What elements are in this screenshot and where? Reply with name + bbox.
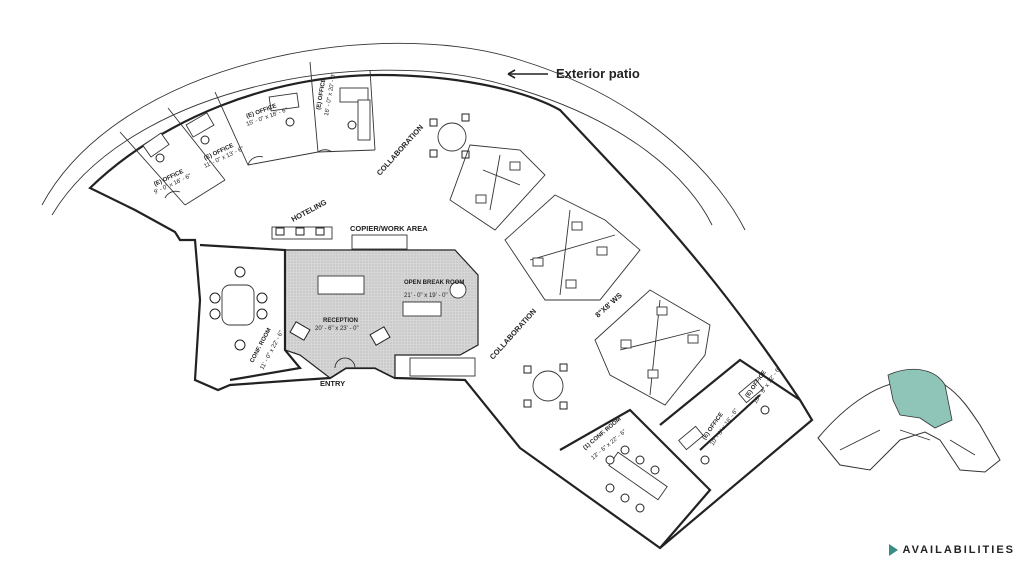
availabilities-button[interactable]: AVAILABILITIES [889,541,1015,559]
workstations-label: 8"X8' WS [593,291,623,320]
workstation-clusters [449,144,711,406]
arrow-head [507,69,516,79]
break-counter [402,301,442,317]
office-partitions [119,61,376,206]
reception-desk [317,275,365,295]
triangle-right-icon [889,544,899,556]
break-table [449,281,467,299]
open-break-title: OPEN BREAK ROOM [404,280,464,286]
office-4-title: (E) OFFICE [316,78,327,110]
key-plan-highlight [887,368,953,429]
conf-room-walls [199,243,303,382]
availabilities-label: AVAILABILITIES [902,544,1015,556]
collab-table-mid [523,363,568,410]
hoteling-label: HOTELING [290,198,329,224]
exterior-patio-label: Exterior patio [556,66,640,81]
collaboration-mid-label: COLLABORATION [488,307,538,362]
hoteling-chairs [275,227,325,236]
copier-label: COPIER/WORK AREA [350,224,428,233]
open-break-dims: 21' - 0" x 19' - 0" [404,293,448,299]
office-furniture [142,87,371,163]
reception-title: RECEPTION [323,318,358,324]
office-door-arcs [164,149,333,199]
lower-office-furniture [678,378,770,465]
entry-label: ENTRY [320,379,345,388]
exterior-arc-mid [51,69,713,226]
entry-doors [334,357,356,369]
collab-table-top [429,113,470,159]
lobby-chair-left [289,321,311,341]
storage-counter [409,357,476,377]
copier-counter [351,234,408,250]
lower-conf-table [605,445,668,513]
lower-room-walls [559,358,801,549]
key-plan [817,368,1001,473]
exterior-arc-outer [41,42,746,231]
reception-dims: 20' - 6" x 23' - 0" [315,326,359,332]
collaboration-top-label: COLLABORATION [375,123,425,178]
lobby-chair-right [369,326,391,346]
conf-room-table [209,266,268,351]
